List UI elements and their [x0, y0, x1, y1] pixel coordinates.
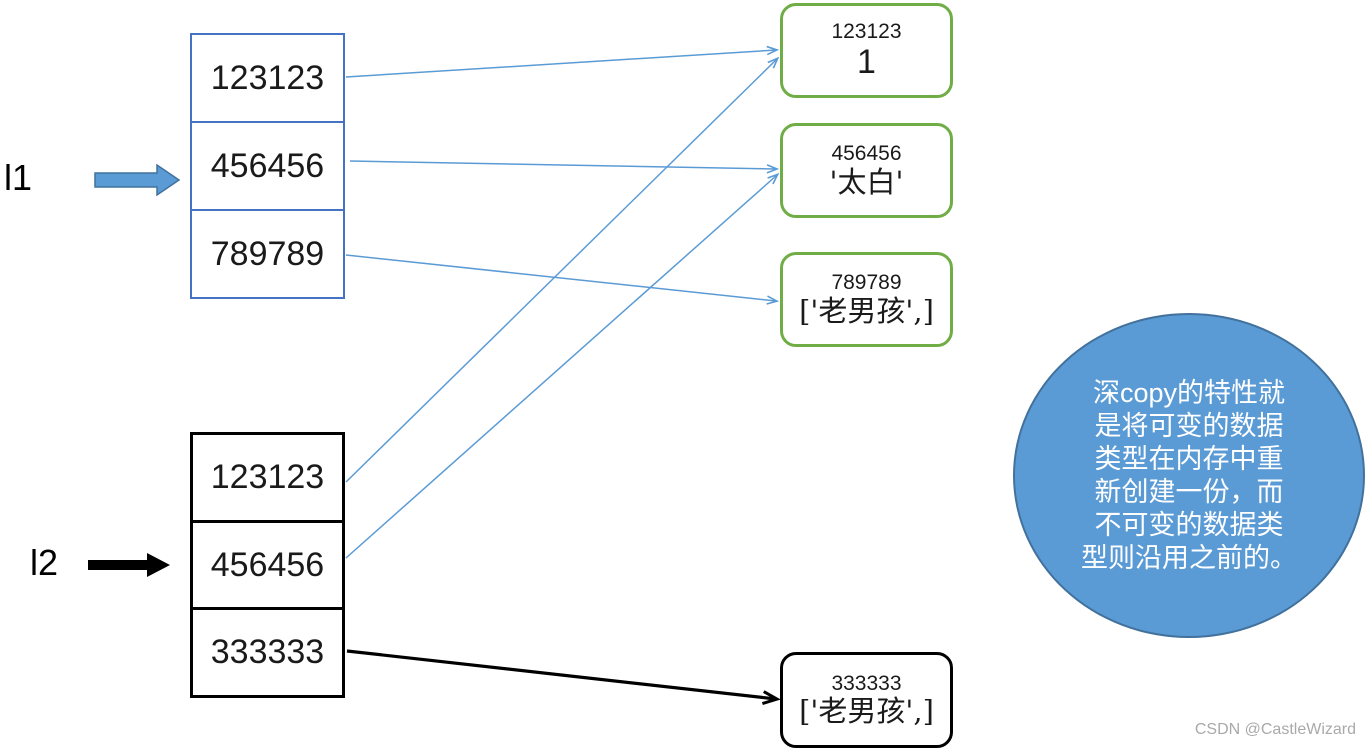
l1-cell-0: 123123 — [192, 35, 343, 123]
l1-cell-2: 789789 — [210, 234, 325, 273]
value-box-value: 1 — [857, 42, 876, 81]
list-l2-label: l2 — [30, 542, 59, 583]
l1-cell-1: 456456 — [192, 123, 343, 211]
arrow-l1-123123-to-int1 — [345, 45, 780, 78]
csdn-watermark: CSDN @CastleWizard — [1194, 721, 1356, 738]
value-box-value: '太白' — [829, 164, 904, 199]
value-box-copied-list: 333333 ['老男孩',] — [780, 652, 953, 748]
value-box-address: 123123 — [831, 19, 902, 43]
note-line: 新创建一份，而 — [1094, 476, 1284, 507]
note-line: 类型在内存中重 — [1094, 443, 1284, 474]
arrow-l1-456456-to-taibai — [349, 160, 780, 174]
list-l1-table: 123123 456456 789789 — [190, 33, 345, 299]
l2-cell-0: 123123 — [193, 435, 342, 523]
arrow-l2-123123-to-int1 — [345, 56, 780, 483]
value-box-value: ['老男孩',] — [799, 293, 934, 328]
value-box-int-1: 123123 1 — [780, 3, 953, 98]
value-box-value: ['老男孩',] — [799, 694, 934, 729]
l2-pointer-block-arrow — [88, 553, 170, 577]
arrow-l2-456456-to-taibai — [345, 172, 780, 559]
value-box-taibai: 456456 '太白' — [780, 123, 953, 218]
note-line: 是将可变的数据 — [1094, 410, 1284, 441]
value-box-address: 333333 — [831, 671, 902, 695]
value-box-address: 456456 — [831, 142, 902, 166]
arrow-l1-789789-to-list — [345, 254, 780, 305]
note-line: 型则沿用之前的。 — [1081, 542, 1297, 573]
arrow-l2-333333-to-newlist — [346, 649, 781, 705]
list-l2-table: 123123 456456 333333 — [190, 432, 345, 698]
l2-cell-2: 333333 — [210, 633, 325, 672]
note-line: 不可变的数据类 — [1094, 509, 1284, 540]
value-box-laonanhai-list: 789789 ['老男孩',] — [780, 252, 953, 347]
deep-copy-note-circle: 深copy的特性就 是将可变的数据 类型在内存中重 新创建一份，而 不可变的数据… — [1013, 313, 1365, 638]
l1-pointer-block-arrow — [94, 163, 181, 197]
l2-cell-1: 456456 — [193, 523, 342, 611]
value-box-address: 789789 — [831, 271, 902, 295]
list-l1-label: l1 — [4, 157, 33, 198]
note-line: 深copy的特性就 — [1092, 377, 1286, 408]
